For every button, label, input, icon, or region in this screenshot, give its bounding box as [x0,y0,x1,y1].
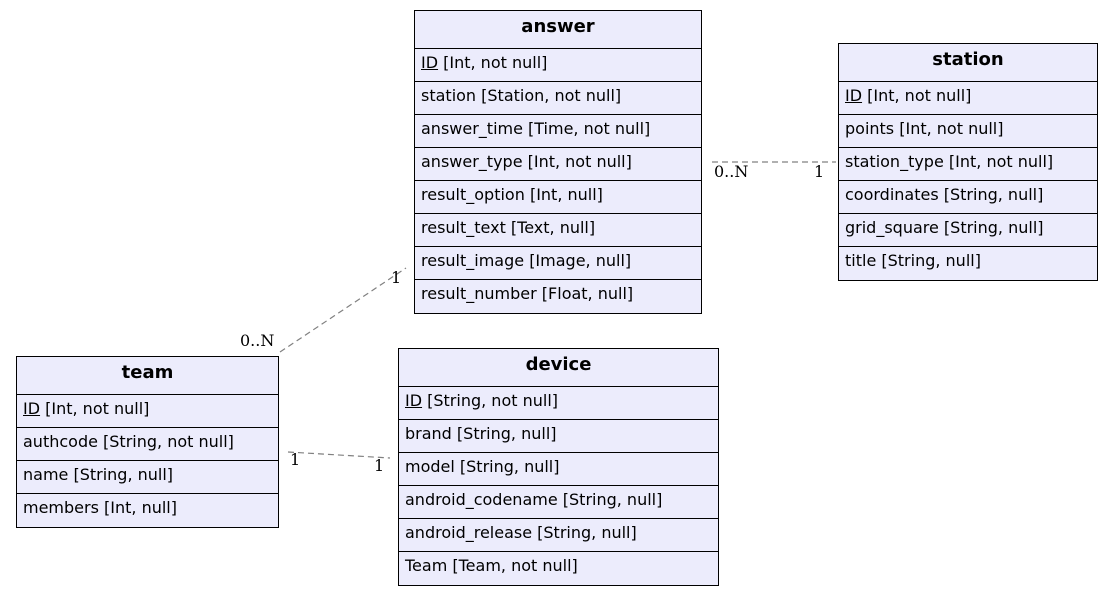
attribute-list: ID [Int, not null] station [Station, not … [415,49,701,313]
attribute-row: authcode [String, not null] [17,428,278,461]
entity-team: team ID [Int, not null] authcode [String,… [16,356,279,528]
entity-title: team [17,357,278,395]
attribute-row: members [Int, null] [17,494,278,527]
cardinality-team-answer-from: 0..N [240,331,274,350]
attribute-row: answer_type [Int, not null] [415,148,701,181]
entity-title: station [839,44,1097,82]
attribute-row: ID [Int, not null] [415,49,701,82]
attribute-row: ID [String, not null] [399,387,718,420]
entity-title: device [399,349,718,387]
attribute-row: station_type [Int, not null] [839,148,1097,181]
attribute-text: grid_square [String, null] [845,218,1044,237]
attribute-row: model [String, null] [399,453,718,486]
entity-station: station ID [Int, not null] points [Int, n… [838,43,1098,281]
primary-key-label: ID [23,399,41,418]
attribute-row: result_text [Text, null] [415,214,701,247]
attribute-row: result_option [Int, null] [415,181,701,214]
attribute-row: coordinates [String, null] [839,181,1097,214]
attribute-text: [Int, not null] [862,86,972,105]
attribute-row: station [Station, not null] [415,82,701,115]
attribute-text: [Int, not null] [40,399,150,418]
attribute-row: title [String, null] [839,247,1097,280]
attribute-list: ID [String, not null] brand [String, null… [399,387,718,585]
attribute-list: ID [Int, not null] points [Int, not null]… [839,82,1097,280]
attribute-row: ID [Int, not null] [17,395,278,428]
attribute-text: name [String, null] [23,465,174,484]
attribute-row: result_number [Float, null] [415,280,701,313]
attribute-row: grid_square [String, null] [839,214,1097,247]
attribute-row: name [String, null] [17,461,278,494]
entity-device: device ID [String, not null] brand [Strin… [398,348,719,586]
attribute-row: answer_time [Time, not null] [415,115,701,148]
attribute-text: members [Int, null] [23,498,177,517]
attribute-text: title [String, null] [845,251,981,270]
attribute-text: answer_type [Int, not null] [421,152,632,171]
attribute-row: android_codename [String, null] [399,486,718,519]
cardinality-answer-station-to: 1 [814,162,824,181]
attribute-list: ID [Int, not null] authcode [String, not … [17,395,278,527]
attribute-text: android_codename [String, null] [405,490,663,509]
attribute-text: answer_time [Time, not null] [421,119,651,138]
attribute-text: result_number [Float, null] [421,284,634,303]
attribute-text: [String, not null] [422,391,558,410]
attribute-text: Team [Team, not null] [405,556,578,575]
attribute-row: brand [String, null] [399,420,718,453]
attribute-text: result_option [Int, null] [421,185,603,204]
attribute-row: points [Int, not null] [839,115,1097,148]
attribute-text: coordinates [String, null] [845,185,1044,204]
attribute-text: android_release [String, null] [405,523,637,542]
attribute-row: android_release [String, null] [399,519,718,552]
primary-key-label: ID [405,391,423,410]
attribute-text: authcode [String, not null] [23,432,234,451]
attribute-text: brand [String, null] [405,424,557,443]
relation-line-team-device [287,451,391,459]
attribute-text: result_image [Image, null] [421,251,632,270]
attribute-row: result_image [Image, null] [415,247,701,280]
attribute-text: result_text [Text, null] [421,218,596,237]
relation-line-team-answer [279,267,407,353]
primary-key-label: ID [421,53,439,72]
entity-answer: answer ID [Int, not null] station [Statio… [414,10,702,314]
cardinality-team-device-from: 1 [290,450,300,469]
attribute-row: ID [Int, not null] [839,82,1097,115]
attribute-text: [Int, not null] [438,53,548,72]
attribute-text: model [String, null] [405,457,560,476]
cardinality-team-answer-to: 1 [391,268,401,287]
primary-key-label: ID [845,86,863,105]
entity-title: answer [415,11,701,49]
attribute-text: station [Station, not null] [421,86,622,105]
attribute-text: points [Int, not null] [845,119,1004,138]
attribute-row: Team [Team, not null] [399,552,718,585]
attribute-text: station_type [Int, not null] [845,152,1054,171]
cardinality-team-device-to: 1 [374,456,384,475]
cardinality-answer-station-from: 0..N [714,162,748,181]
